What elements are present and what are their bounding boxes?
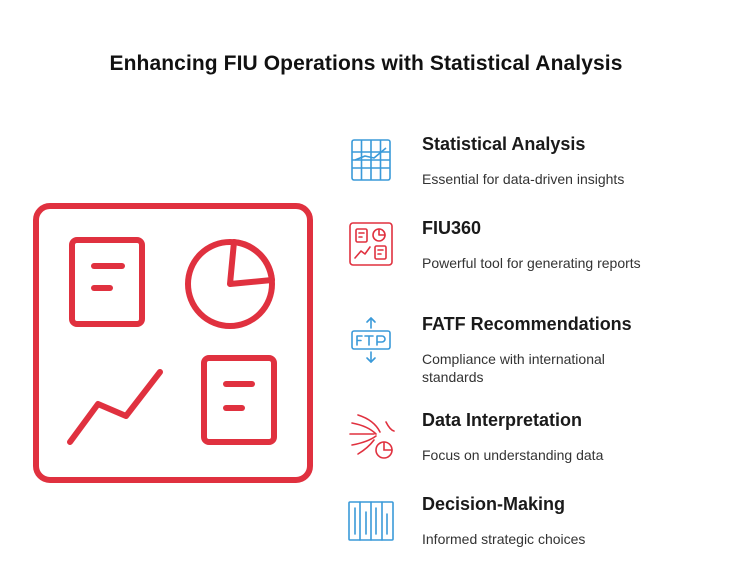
item-title: Decision-Making	[422, 494, 566, 514]
item-title: FIU360	[422, 218, 482, 238]
dashboard-illustration-icon	[33, 203, 313, 483]
item-title: FATF Recommendations	[422, 314, 632, 334]
list-item-statistical-analysis: Statistical Analysis Essential for data-…	[346, 134, 706, 214]
item-description: Focus on understanding data	[422, 447, 604, 463]
item-description: Compliance with international standards	[422, 351, 605, 385]
list-item-fatf-recommendations: FATF Recommendations Compliance with int…	[346, 314, 706, 394]
list-item-data-interpretation: Data Interpretation Focus on understandi…	[346, 410, 706, 490]
pillars-icon	[348, 501, 394, 541]
item-description: Essential for data-driven insights	[422, 171, 625, 187]
item-description: Powerful tool for generating reports	[422, 255, 641, 271]
page-title: Enhancing FIU Operations with Statistica…	[109, 52, 623, 75]
dashboard-icon	[349, 222, 393, 266]
data-funnel-icon	[349, 414, 395, 459]
item-title: Statistical Analysis	[422, 134, 586, 154]
item-title: Data Interpretation	[422, 410, 583, 430]
item-description: Informed strategic choices	[422, 531, 586, 547]
list-item-decision-making: Decision-Making Informed strategic choic…	[346, 494, 706, 574]
bar-chart-icon	[351, 139, 391, 181]
ftp-transfer-icon	[351, 317, 391, 363]
list-item-fiu360: FIU360 Powerful tool for generating repo…	[346, 218, 706, 298]
